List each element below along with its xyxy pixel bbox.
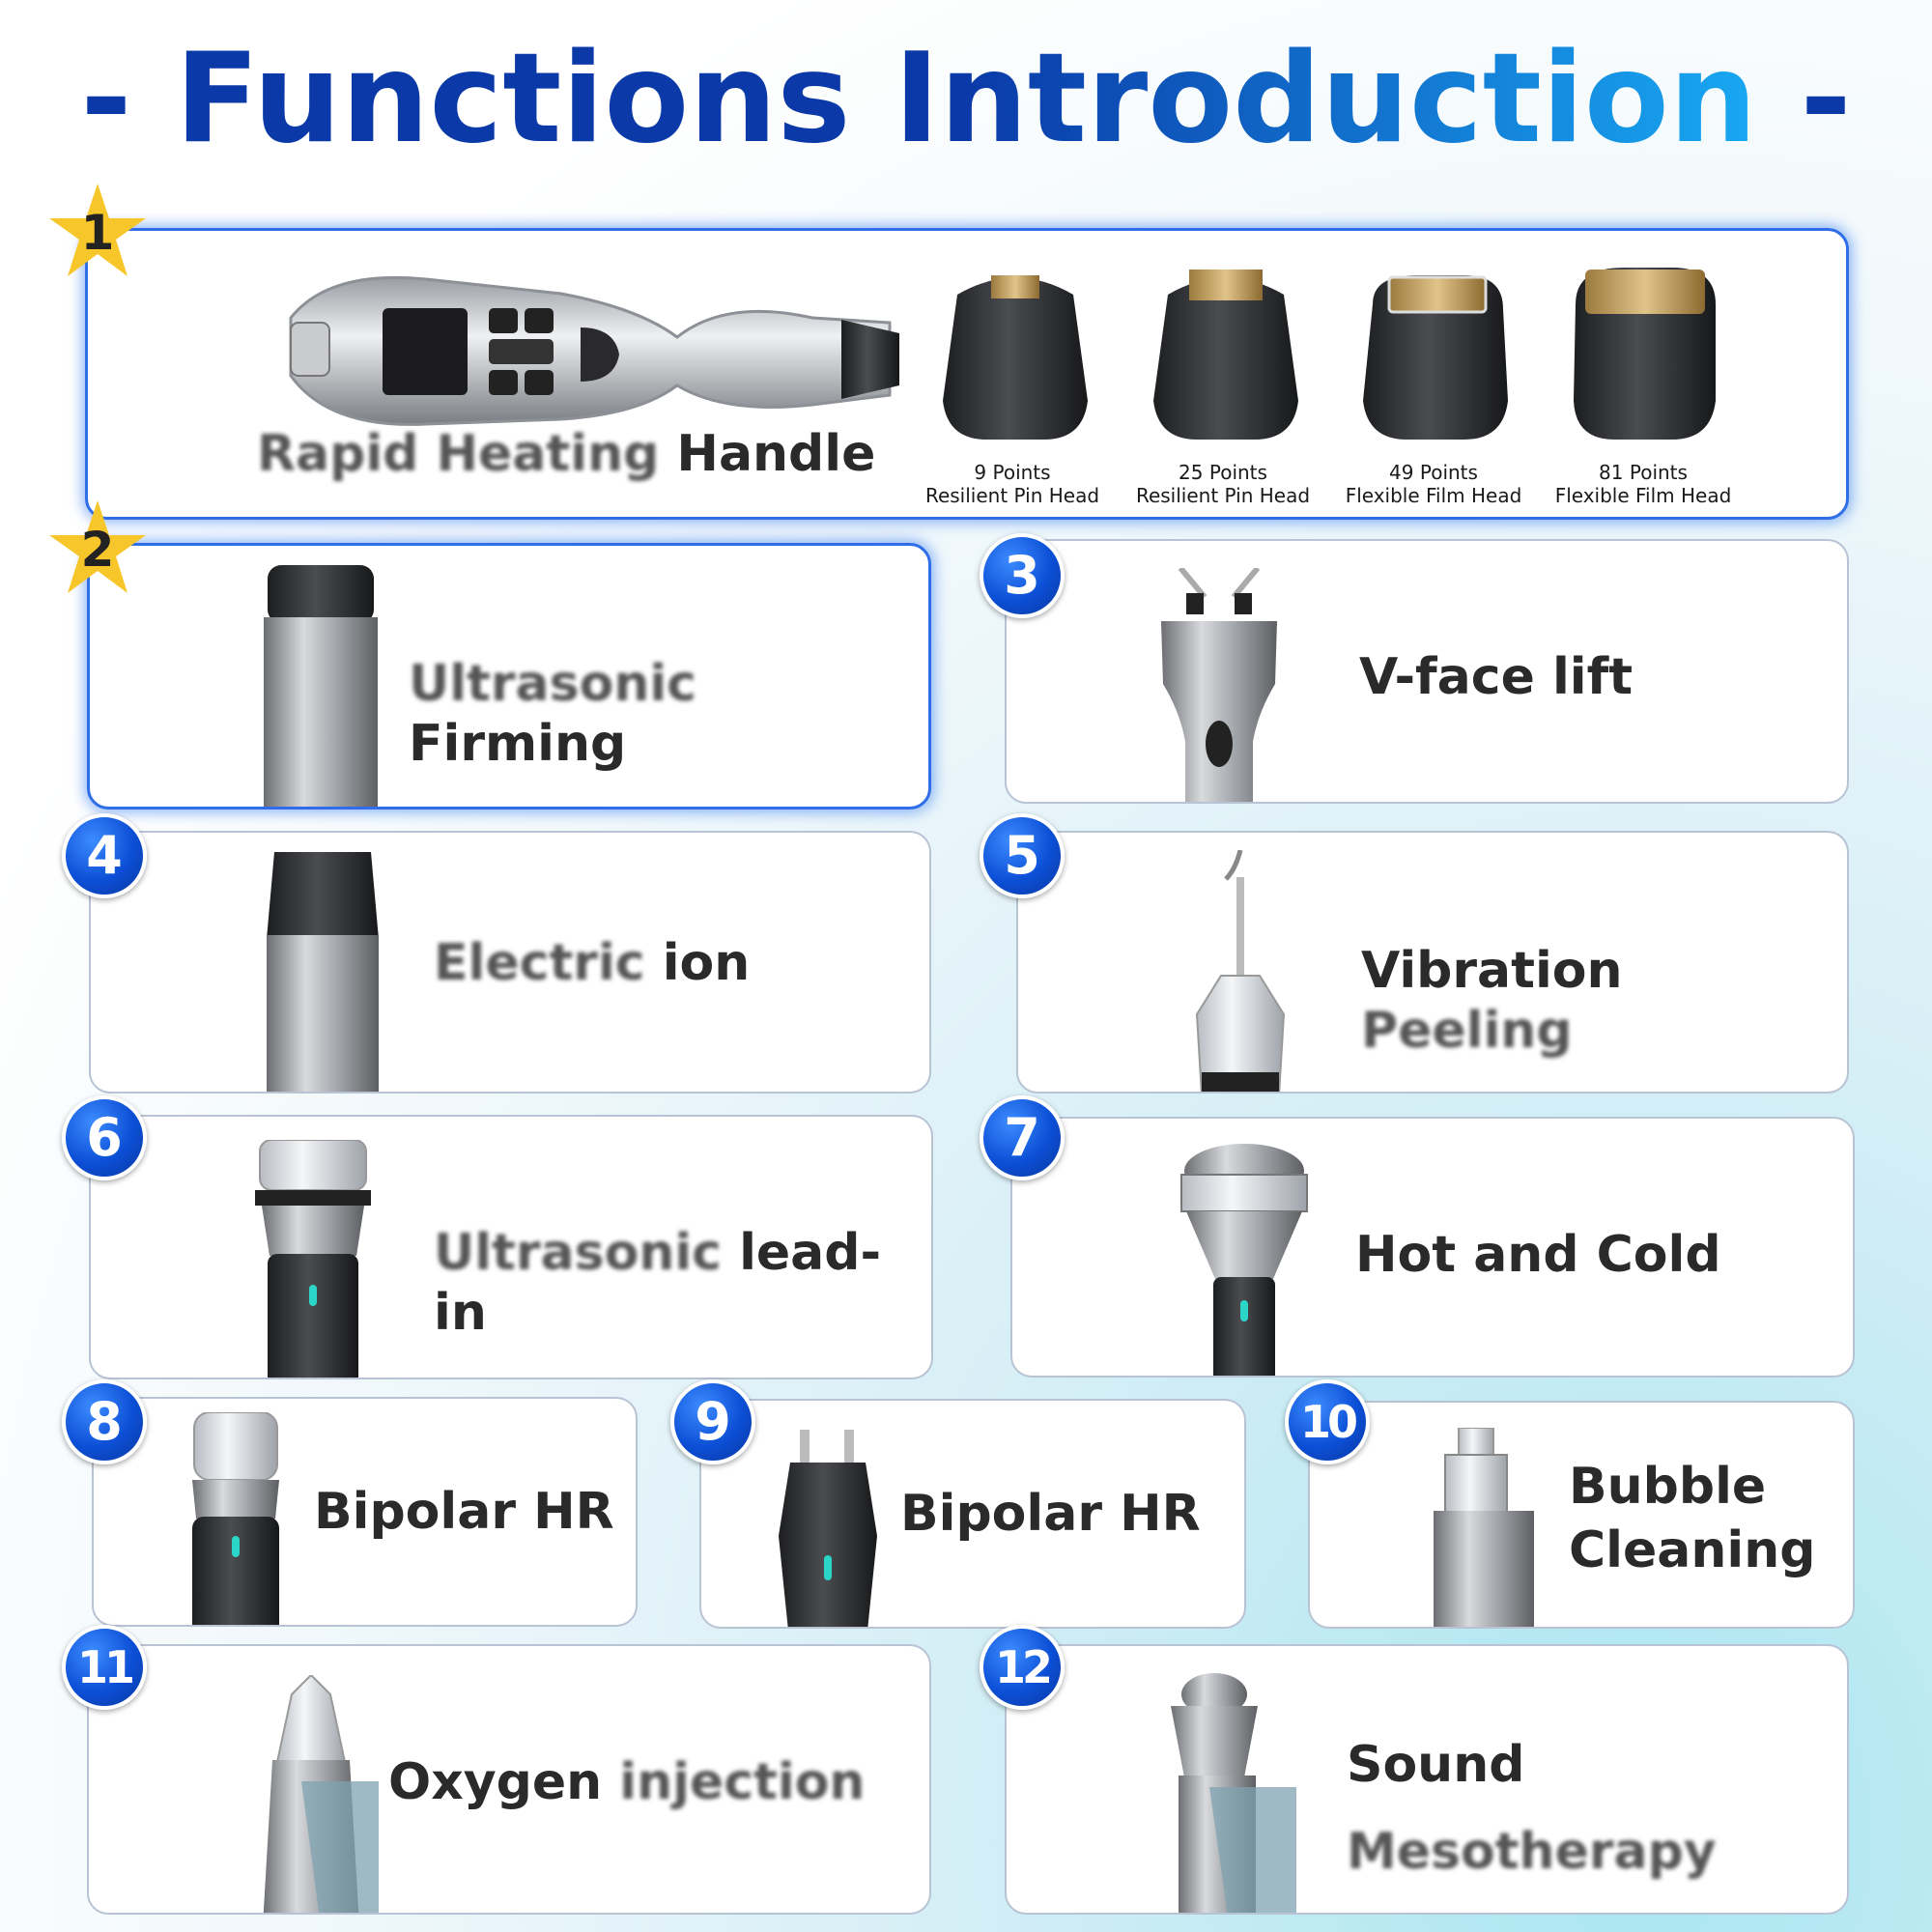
number-badge-6: 6 — [62, 1095, 147, 1180]
number-badge-5: 5 — [980, 813, 1065, 898]
v-face-lift-label: V-face lift — [1359, 648, 1634, 706]
card-ultrasonic-lead-in: Ultrasonic lead-in — [89, 1115, 933, 1379]
vibration-peeling-probe-image — [1195, 850, 1286, 1092]
oxygen-injection-label: Oxygen injection — [388, 1753, 866, 1811]
card-oxygen-injection: Oxygen injection — [87, 1644, 931, 1915]
star-badge-1: 1 — [44, 180, 151, 286]
number-badge-4: 4 — [62, 813, 147, 898]
handle-label: Rapid Heating Handle — [257, 425, 876, 483]
bipolar-hr-label-2: Bipolar HR — [900, 1485, 1201, 1543]
ultrasonic-lead-in-label: Ultrasonic lead-in — [434, 1224, 882, 1342]
hot-and-cold-label: Hot and Cold — [1355, 1226, 1721, 1284]
number-badge-12: 12 — [980, 1625, 1065, 1710]
number-badge-3: 3 — [980, 533, 1065, 618]
ultrasonic-lead-in-probe-image — [255, 1140, 371, 1378]
card-ultrasonic-firming: Ultrasonic Firming — [87, 543, 931, 810]
bipolar-hr-probe-image-2 — [779, 1430, 877, 1627]
star-icon — [49, 500, 146, 593]
sound-mesotherapy-probe-image — [1171, 1673, 1296, 1913]
number-badge-9: 9 — [670, 1379, 755, 1464]
star-icon — [49, 184, 146, 276]
bipolar-hr-probe-image-1 — [192, 1412, 279, 1625]
bipolar-hr-label-1: Bipolar HR — [314, 1483, 614, 1541]
star-badge-2: 2 — [44, 497, 151, 603]
number-badge-7: 7 — [980, 1095, 1065, 1180]
number-badge-8: 8 — [62, 1379, 147, 1464]
card-bipolar-hr-2: Bipolar HR — [699, 1399, 1246, 1629]
hot-and-cold-probe-image — [1180, 1144, 1308, 1376]
vibration-peeling-label: Vibration Peeling — [1361, 942, 1623, 1060]
number-badge-10: 10 — [1285, 1379, 1370, 1464]
ultrasonic-firming-probe-image — [264, 565, 378, 807]
electric-ion-label: Electric ion — [434, 934, 751, 992]
card-v-face-lift: V-face lift — [1005, 539, 1849, 804]
head-49-points-image — [1363, 275, 1508, 440]
oxygen-injection-probe-image — [263, 1675, 379, 1913]
head-9-points-image — [943, 275, 1088, 440]
card-vibration-peeling: Vibration Peeling — [1016, 831, 1849, 1094]
card-hot-and-cold: Hot and Cold — [1010, 1117, 1855, 1378]
bubble-cleaning-probe-image — [1434, 1428, 1534, 1627]
rapid-heating-handle-image — [289, 275, 899, 426]
card-electric-ion: Electric ion — [89, 831, 931, 1094]
title-text: Functions Introduction — [175, 27, 1757, 171]
electric-ion-probe-image — [267, 852, 379, 1092]
v-face-lift-probe-image — [1161, 568, 1277, 802]
page-title: - Functions Introduction - — [80, 27, 1852, 171]
ultrasonic-firming-label: Ultrasonic Firming — [409, 655, 696, 773]
card-bipolar-hr-1: Bipolar HR — [92, 1397, 638, 1627]
number-badge-11: 11 — [62, 1625, 147, 1710]
head-25-points-image — [1153, 270, 1298, 440]
head-81-points-image — [1574, 268, 1716, 440]
